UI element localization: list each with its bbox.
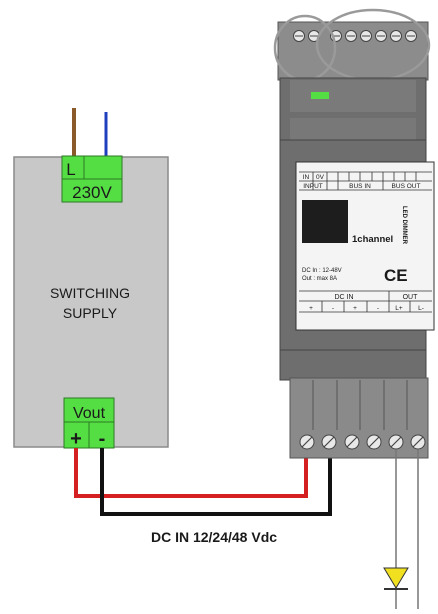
switching-supply: L 230V SWITCHING SUPPLY Vout + - [13,155,169,450]
spec-line2: Out : max 8A [302,276,337,282]
label-out: OUT [403,294,419,301]
ce-mark: CE [384,266,408,285]
supply-label-line2: SUPPLY [63,305,118,321]
product-label: LED DIMMER [401,206,407,245]
label-input: INPUT [303,183,323,190]
top-screw-row [293,30,417,42]
term-label-3: + [353,305,357,312]
display-window [302,200,348,243]
led-dimmer-module: IN 0V INPUT BUS IN BUS OUT 1channel LED … [273,8,435,459]
positive-wire-red [74,448,308,498]
vout-label: Vout [73,405,106,422]
label-bus-in: BUS IN [349,183,371,190]
label-dc-in: DC IN [334,294,353,301]
term-label-6: L- [418,305,424,312]
input-voltage-label: 230V [72,183,112,202]
negative-wire-black [100,448,332,516]
channel-label: 1channel [352,234,393,245]
term-label-4: - [377,305,379,312]
led-diode-icon [383,567,409,590]
label-bus-out: BUS OUT [392,183,421,190]
label-0v: 0V [316,174,325,181]
output-plus-label: + [70,428,82,450]
bottom-screw-row [299,434,426,450]
supply-label-line1: SWITCHING [50,285,130,301]
dc-in-caption: DC IN 12/24/48 Vdc [151,529,277,545]
term-label-2: - [332,305,334,312]
spec-line1: DC In : 12-48V [302,268,342,274]
term-label-5: L+ [395,305,403,312]
status-led [311,92,329,99]
label-in: IN [303,174,310,181]
output-minus-label: - [99,428,106,450]
input-terminal-l: L [66,160,75,179]
term-label-1: + [309,305,313,312]
